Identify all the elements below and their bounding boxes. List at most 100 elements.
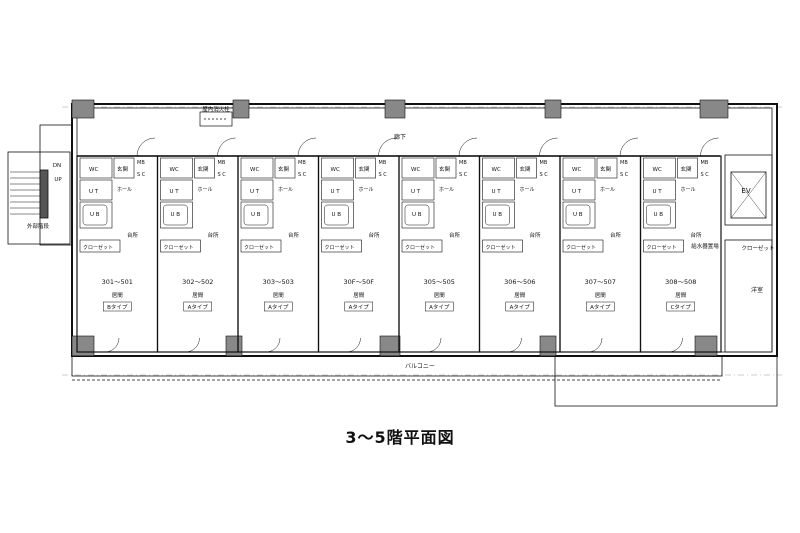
closet-box	[79, 239, 121, 253]
type-badge	[264, 301, 293, 312]
entrance-area	[677, 157, 698, 179]
closet-box	[240, 239, 282, 253]
entrance-label: 玄関	[117, 165, 129, 173]
unit-outline	[639, 155, 722, 353]
sc-label: S C	[379, 172, 388, 178]
unit-type: Cタイプ	[671, 303, 692, 311]
bathtub	[82, 204, 108, 226]
wc-room	[160, 157, 193, 179]
outer-walls	[71, 103, 778, 357]
ut-label: U T	[170, 189, 180, 195]
entrance-label: 玄関	[520, 165, 532, 173]
mb-label: MB	[218, 160, 226, 166]
bathtub	[485, 204, 510, 226]
mb-label: MB	[137, 160, 145, 166]
wc-room	[482, 157, 515, 179]
type-badge	[505, 301, 534, 312]
entrance-label: 玄関	[278, 165, 290, 173]
window-door-swing	[426, 337, 442, 353]
mb-label: MB	[459, 160, 467, 166]
ub-label: U B	[412, 212, 422, 218]
mb-label: MB	[379, 160, 387, 166]
wc-room	[321, 157, 354, 179]
unit-outline	[317, 155, 400, 353]
entrance-area	[516, 157, 537, 179]
living-label: 居間	[353, 292, 365, 299]
mb-label: MB	[298, 160, 306, 166]
kitchen-label: 台所	[369, 231, 381, 239]
entrance-label: 玄関	[198, 165, 210, 173]
ut-room	[321, 179, 354, 201]
window-door-swing	[507, 337, 522, 353]
kitchen-label: 台所	[610, 231, 622, 239]
closet-label: クローゼット	[405, 244, 435, 251]
ut-room	[79, 179, 113, 201]
ut-label: U T	[653, 189, 663, 195]
kitchen-label: 台所	[288, 231, 300, 239]
balcony-label: バルコニー	[405, 363, 435, 370]
unit-type: Aタイプ	[429, 303, 450, 311]
ub-label: U B	[654, 212, 664, 218]
type-badge	[666, 301, 695, 312]
sc-label: S C	[701, 172, 710, 178]
living-label: 居間	[112, 292, 124, 299]
ut-label: U T	[411, 189, 421, 195]
unit-outline	[156, 155, 239, 353]
wc-label: WC	[411, 167, 420, 173]
hall-label: ホール	[278, 187, 293, 193]
unit-number: 302～502	[182, 278, 213, 286]
mb-label: MB	[540, 160, 548, 166]
entrance-area	[194, 157, 215, 179]
sc-label: S C	[620, 172, 629, 178]
wc-room	[79, 157, 113, 179]
ut-room	[482, 179, 515, 201]
type-badge	[586, 301, 615, 312]
corridor-label: 廊下	[394, 133, 406, 141]
ub-room	[321, 201, 354, 229]
ut-label: U T	[250, 189, 260, 195]
kitchen-label: 台所	[208, 231, 220, 239]
fire-hydrant	[199, 111, 233, 127]
grid-lines	[62, 106, 782, 376]
ub-label: U B	[90, 212, 100, 218]
entrance-label: 玄関	[439, 165, 451, 173]
door-swing	[700, 137, 719, 157]
wc-label: WC	[492, 167, 501, 173]
living-label: 居間	[192, 292, 204, 299]
unit-number: 306～506	[504, 278, 535, 286]
wc-label: WC	[89, 167, 98, 173]
entrance-label: 玄関	[600, 165, 612, 173]
type-badge	[425, 301, 454, 312]
ub-label: U B	[171, 212, 181, 218]
up-label: UP	[54, 177, 62, 183]
wc-room	[643, 157, 676, 179]
door-swing	[378, 137, 397, 157]
closet-label-right: クローゼット	[741, 244, 774, 252]
sc-label: S C	[218, 172, 227, 178]
ut-room	[401, 179, 435, 201]
unit-type: Aタイプ	[590, 303, 611, 311]
drawing-title: 3～5階平面図	[345, 428, 455, 447]
unit-type: Bタイプ	[107, 303, 128, 311]
ut-room	[160, 179, 193, 201]
ub-room	[240, 201, 274, 229]
living-label: 居間	[273, 292, 285, 299]
entrance-label: 玄関	[681, 165, 693, 173]
sc-label: S C	[540, 172, 549, 178]
bathtub	[163, 204, 188, 226]
unit-number: 307～507	[585, 278, 616, 286]
dn-label: DN	[53, 163, 61, 169]
ub-room	[401, 201, 435, 229]
ub-label: U B	[251, 212, 261, 218]
bathtub	[243, 204, 269, 226]
unit-type: Aタイプ	[510, 303, 531, 311]
wc-label: WC	[653, 167, 662, 173]
door-swing	[458, 137, 478, 157]
entrance-area	[355, 157, 376, 179]
unit-outline	[237, 155, 320, 353]
closet-label: クローゼット	[647, 244, 677, 251]
closet-box	[643, 239, 684, 253]
ub-room	[643, 201, 676, 229]
ut-room	[240, 179, 274, 201]
living-label: 居間	[595, 292, 607, 299]
